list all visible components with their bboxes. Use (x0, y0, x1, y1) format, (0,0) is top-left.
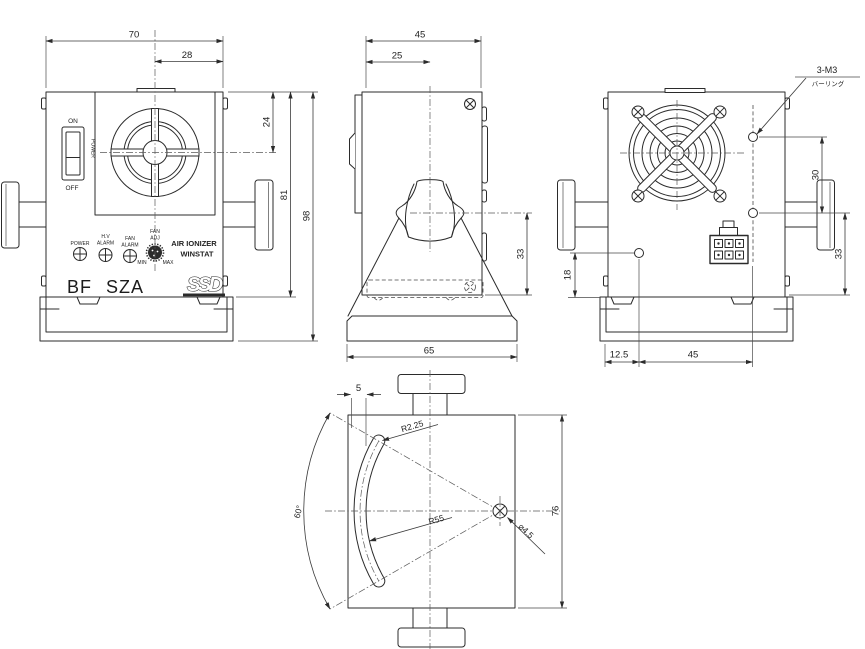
bottom-top-knob (397, 374, 466, 416)
side-stand-legs (347, 215, 513, 317)
back-right-knob (784, 179, 835, 251)
led-hv-label-2: ALARM (97, 241, 114, 247)
back-base-bracket (599, 296, 794, 342)
led-hv-alarm-icon (98, 248, 113, 262)
dim-front-fan-top: 24 (262, 117, 273, 128)
dim-front-fan-offset: 28 (182, 50, 193, 61)
switch-power-label: POWER (90, 139, 96, 158)
ssd-logo-tagline-bar (183, 293, 225, 297)
back-top-tab (664, 88, 706, 93)
dim-front-total-height: 98 (302, 211, 313, 222)
side-hidden-bracket (366, 279, 484, 301)
led-hv-label-1: H.V (101, 234, 110, 240)
mount-hole-top (748, 132, 758, 142)
dim-bottom-depth: 76 (551, 506, 562, 517)
led-fan-alarm-icon (123, 249, 137, 263)
back-left-knob (557, 179, 609, 251)
side-dimensions: 45 25 33 65 (346, 30, 532, 362)
front-left-knob (1, 181, 47, 249)
front-dimensions: 70 28 24 81 98 (45, 30, 318, 342)
led-power-icon (73, 247, 87, 261)
side-stand-base (346, 315, 518, 342)
dim-side-base-width: 65 (424, 346, 435, 357)
dim-back-hole-pitch: 30 (811, 170, 822, 181)
swing-radial-centerlines (329, 412, 501, 610)
front-base-bracket (39, 296, 234, 342)
side-lock-knob[interactable] (395, 179, 465, 242)
ssd-logo: SSD (187, 274, 223, 296)
bottom-view: 5 R2.25 60° R55 ⌀4.5 76 (292, 370, 567, 649)
back-hole-note: 3-M3 バーリング (756, 65, 860, 135)
side-switch-bump (349, 132, 356, 170)
dim-back-side-hole: 18 (563, 270, 574, 281)
hole-note-line-2: バーリング (812, 79, 845, 88)
mount-hole-left (634, 248, 644, 258)
dim-back-edge-offset: 12.5 (610, 350, 629, 361)
led-fan-label-1: FAN (125, 236, 135, 242)
mount-hole-bottom (748, 208, 758, 218)
dim-front-body-height: 81 (279, 190, 290, 201)
back-view: 3-M3 バーリング 30 33 18 12.5 45 (557, 65, 860, 367)
front-edge-tabs (41, 97, 228, 287)
dim-side-center-to-base: 33 (516, 249, 527, 260)
back-edge-tabs (603, 97, 790, 287)
swing-slot (353, 434, 386, 588)
brand-line-1: AIR IONIZER (171, 239, 217, 248)
side-view: 45 25 33 65 (346, 30, 532, 362)
fan-adj-min-label: MIN (137, 260, 147, 266)
model-label: BF SZA (67, 277, 144, 297)
fan-screw-icons (631, 105, 727, 203)
back-dimensions: 30 33 18 12.5 45 (563, 136, 850, 367)
fan-adj-max-label: MAX (163, 260, 175, 266)
dim-swing-angle: 60° (292, 504, 305, 519)
hole-note-line-1: 3-M3 (817, 65, 838, 75)
side-front-flange (354, 94, 363, 214)
bottom-dimensions: 5 R2.25 60° R55 ⌀4.5 76 (292, 383, 567, 610)
brand-line-2: WINSTAT (180, 250, 213, 259)
led-fan-label-2: ALARM (121, 243, 138, 249)
side-top-screw-icon (464, 98, 476, 110)
dim-front-width: 70 (129, 30, 140, 41)
power-switch[interactable] (61, 126, 85, 181)
dim-side-depth: 45 (415, 30, 426, 41)
side-edge-tabs (481, 106, 488, 262)
front-view: ON OFF POWER POWER H.V ALARM FAN ALARM F… (1, 30, 318, 342)
dim-pivot-dia: ⌀4.5 (517, 521, 536, 540)
front-right-knob (222, 179, 274, 251)
led-power-label: POWER (71, 241, 90, 247)
switch-on-label: ON (68, 118, 78, 125)
dim-back-hole-span: 45 (688, 350, 699, 361)
switch-off-label: OFF (66, 185, 79, 192)
bottom-bottom-knob (397, 607, 466, 648)
dim-side-front-to-center: 25 (392, 51, 403, 62)
pivot-hole (492, 496, 508, 526)
power-connector[interactable] (709, 220, 749, 265)
dim-bottom-slot-offset: 5 (356, 383, 361, 394)
fan-adj-label-1: FAN (150, 229, 160, 235)
dim-slot-radius: R55 (427, 513, 445, 527)
dim-back-hole-to-base: 33 (834, 249, 845, 260)
